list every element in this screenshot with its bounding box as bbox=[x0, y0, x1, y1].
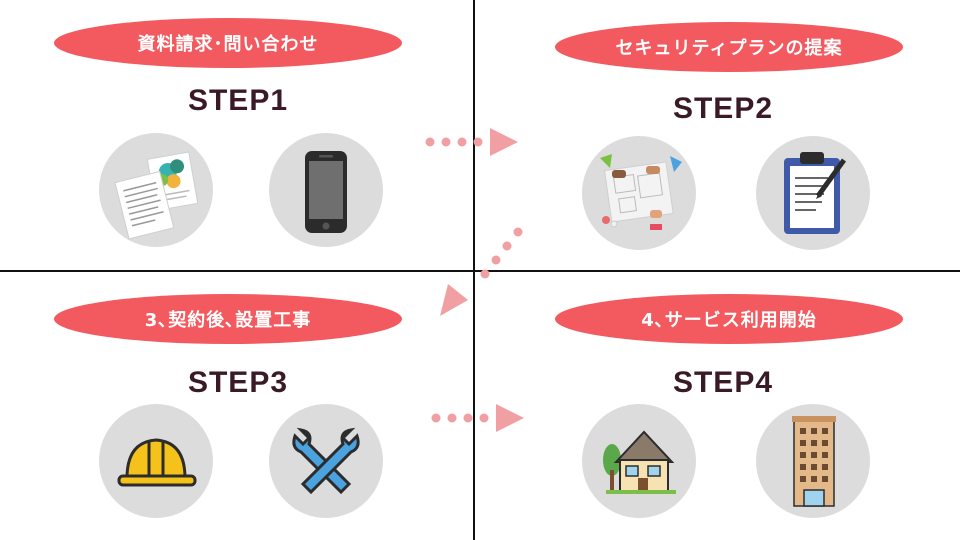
step3-hardhat-circle bbox=[99, 404, 213, 518]
step2-clipboard-circle bbox=[756, 136, 870, 250]
hard-hat-icon bbox=[117, 438, 197, 487]
documents-icon bbox=[114, 151, 199, 240]
wrench-icon bbox=[292, 427, 360, 495]
step2-label: STEP2 bbox=[672, 92, 774, 125]
step3-title-pill: 3､契約後､設置工事 bbox=[54, 294, 402, 344]
apartment-building-icon bbox=[792, 416, 836, 507]
step3-wrench-circle bbox=[269, 404, 383, 518]
step3-label: STEP3 bbox=[187, 366, 289, 399]
step1-label: STEP1 bbox=[187, 84, 289, 117]
horizontal-divider bbox=[0, 270, 960, 272]
step4-apartment-circle bbox=[756, 404, 870, 518]
step4-house-circle bbox=[582, 404, 696, 518]
step2-planning-circle bbox=[582, 136, 696, 250]
arrow-step3-to-step4 bbox=[431, 404, 524, 432]
planning-meeting-icon bbox=[600, 154, 682, 230]
step2-title-pill: セキュリティプランの提案 bbox=[555, 22, 903, 72]
step4-label: STEP4 bbox=[672, 366, 774, 399]
arrow-step2-to-step3 bbox=[440, 227, 523, 316]
house-icon bbox=[603, 430, 676, 494]
step4-title-pill: 4､サービス利用開始 bbox=[555, 294, 903, 344]
step1-documents-circle bbox=[99, 133, 213, 247]
smartphone-icon bbox=[305, 151, 347, 233]
step1-smartphone-circle bbox=[269, 133, 383, 247]
clipboard-icon bbox=[784, 152, 847, 234]
step1-title-pill: 資料請求･問い合わせ bbox=[54, 18, 402, 68]
arrow-step1-to-step2 bbox=[425, 128, 518, 156]
